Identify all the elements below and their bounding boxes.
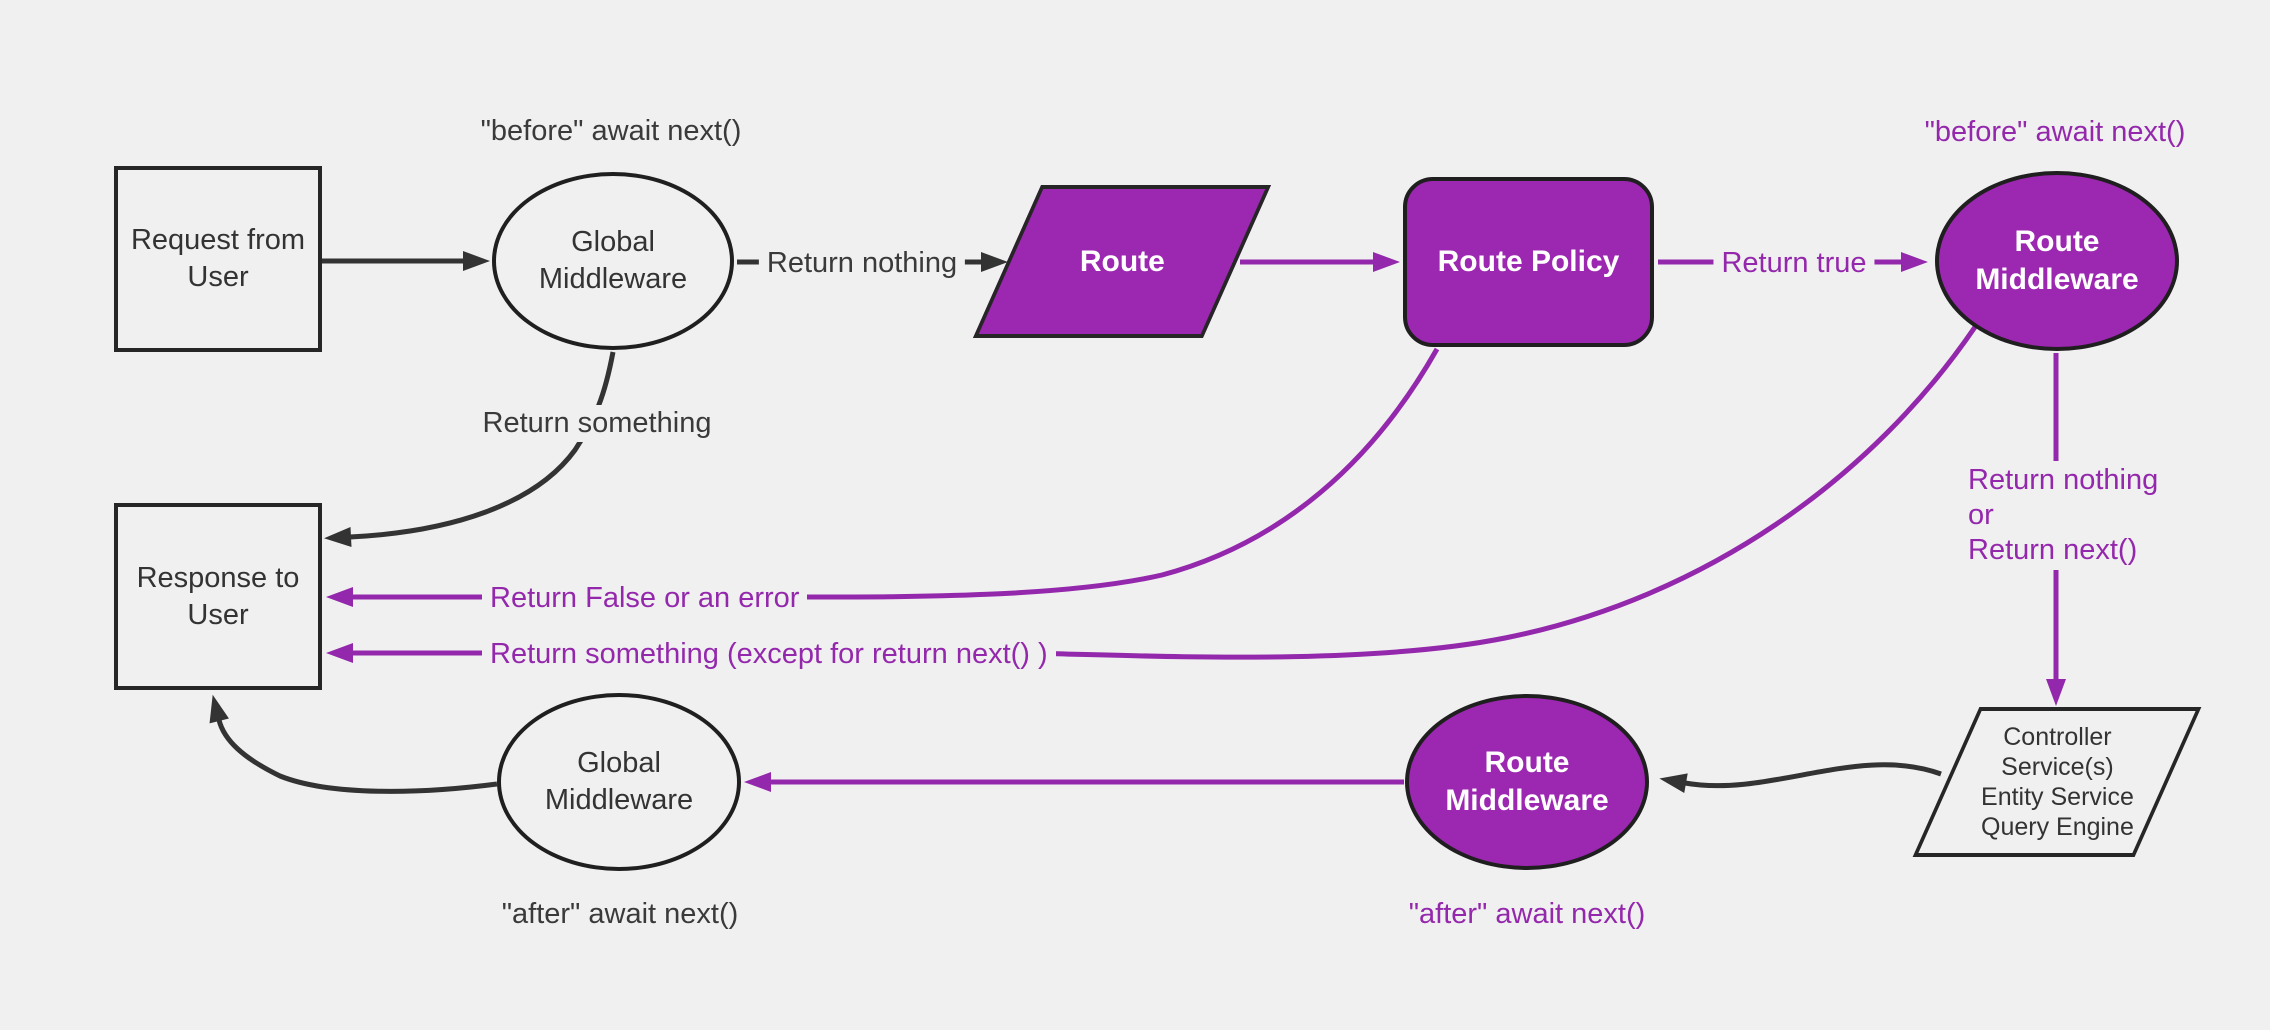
node-text: Controller (2002, 723, 2112, 751)
node-text: Middleware (544, 784, 694, 816)
edge-middleware-return-something (326, 325, 1978, 663)
node-text: Entity Service (1980, 783, 2134, 811)
node-response-to-user: Response to User (114, 503, 322, 690)
edge-global-bottom-to-response (209, 694, 498, 794)
node-text: Global (577, 747, 661, 780)
node-route-policy: Route Policy (1403, 177, 1654, 347)
node-text: Middleware (1975, 263, 2139, 296)
edge-controller-to-middleware-bottom (1659, 762, 1942, 794)
node-text: Middleware (538, 263, 688, 295)
node-text: User (187, 261, 249, 293)
node-text: Route Policy (1437, 245, 1620, 279)
label-before-await-next-route: "before" await next() (1924, 116, 2186, 148)
node-text: Route (1079, 244, 1165, 278)
label-line: or (1968, 499, 1994, 531)
node-route-middleware-bottom: Route Middleware (1405, 694, 1649, 870)
label-return-nothing-or-next: Return nothing or Return next() (1960, 461, 2167, 570)
label-return-nothing: Return nothing (758, 245, 966, 282)
node-text: Request from (130, 224, 306, 257)
node-request-from-user: Request from User (114, 166, 322, 352)
label-return-something: Return something (474, 405, 720, 442)
label-return-something-except: Return something (except for return next… (482, 636, 1056, 673)
label-line: Return next() (1968, 534, 2138, 566)
label-after-await-next-route: "after" await next() (1408, 898, 1646, 930)
node-text: Response to (136, 561, 300, 594)
label-return-false-or-error: Return False or an error (482, 580, 808, 617)
node-text: Route (1484, 746, 1570, 780)
label-before-await-next-global: "before" await next() (480, 115, 742, 147)
node-route-middleware-top: Route Middleware (1935, 171, 2179, 351)
node-text: Service(s) (2000, 753, 2114, 781)
node-global-middleware-bottom: Global Middleware (497, 693, 741, 871)
label-return-true: Return true (1713, 245, 1875, 282)
label-line: Return nothing (1968, 464, 2159, 496)
edge-global-return-something (324, 351, 616, 547)
node-text: Middleware (1445, 784, 1609, 817)
label-after-await-next-global: "after" await next() (501, 898, 739, 930)
node-text: User (187, 598, 249, 631)
node-text: Global (571, 226, 655, 259)
node-text: Query Engine (1980, 813, 2134, 841)
node-text: Route (2014, 225, 2100, 259)
edge-policy-return-false (326, 347, 1440, 607)
node-global-middleware-top: Global Middleware (492, 172, 734, 350)
